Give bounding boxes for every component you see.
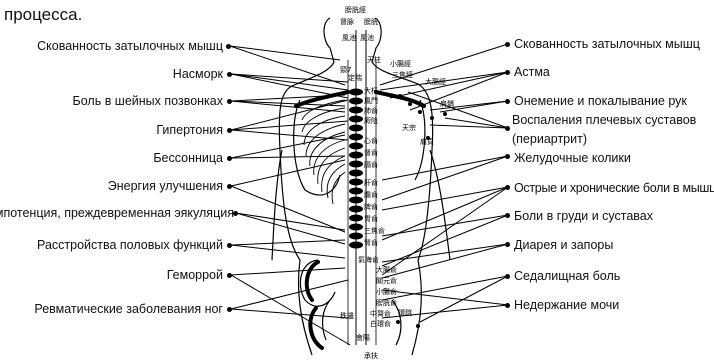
label-left-4: Бессонница bbox=[153, 150, 223, 166]
fig-label-back-15: 關元俞 bbox=[376, 276, 397, 285]
dot-right-2 bbox=[505, 99, 510, 104]
label-left-8: Геморрой bbox=[167, 267, 223, 283]
label-right-0: Скованность затылочных мышц bbox=[514, 36, 700, 52]
fig-label-back-7: 肝俞 bbox=[364, 178, 378, 187]
dot-left-2 bbox=[227, 99, 232, 104]
label-left-9: Ревматические заболевания ног bbox=[34, 301, 223, 317]
dot-right-8 bbox=[505, 242, 510, 247]
label-right-8: Диарея и запоры bbox=[514, 237, 613, 253]
fig-label-spine-top-0: 督脉 bbox=[340, 17, 354, 26]
label-right-5: Желудочные колики bbox=[514, 150, 631, 166]
dot-left-1 bbox=[227, 72, 232, 77]
fig-label-top: 膀胱經 bbox=[345, 5, 366, 14]
fig-label-back-11: 三焦俞 bbox=[364, 226, 385, 235]
fig-label-spine-top-1: 膀胱 bbox=[364, 17, 378, 26]
fig-label-back-14: 大腸俞 bbox=[376, 265, 397, 274]
dot-right-7 bbox=[505, 213, 510, 218]
dot-left-4 bbox=[227, 156, 232, 161]
fig-label-back-10: 胃俞 bbox=[364, 214, 378, 223]
label-right-10: Недержание мочи bbox=[514, 297, 619, 313]
label-left-7: Расстройства половых функций bbox=[37, 237, 223, 253]
fig-label-back-0: 大杼 bbox=[364, 86, 378, 95]
fig-label-upper-7: 大腸經 bbox=[425, 77, 446, 86]
label-left-3: Гипертония bbox=[156, 122, 223, 138]
label-right-7: Боли в груди и суставах bbox=[514, 208, 653, 224]
dot-left-0 bbox=[226, 44, 231, 49]
fig-label-back-18: 中膂俞 bbox=[370, 309, 391, 318]
fig-label-upper-3: 頸7 bbox=[340, 66, 351, 74]
label-left-1: Насморк bbox=[173, 66, 223, 82]
fig-label-lower-3: 承扶 bbox=[364, 351, 378, 360]
fig-label-back-4: 心俞 bbox=[364, 136, 378, 145]
dot-left-8 bbox=[227, 273, 232, 278]
body-outline bbox=[272, 18, 450, 355]
fig-label-upper-0: 風池 bbox=[342, 33, 356, 42]
fig-label-back-1: 風門 bbox=[364, 97, 378, 105]
dot-right-0 bbox=[505, 42, 510, 47]
dot-left-3 bbox=[227, 128, 232, 133]
fig-label-lower-2: 會陽 bbox=[356, 333, 370, 342]
fig-label-upper-2: 天柱 bbox=[367, 55, 381, 64]
fig-label-upper-8: 肩髃 bbox=[440, 99, 454, 108]
label-right-4: (периартрит) bbox=[512, 131, 587, 147]
fig-label-upper-9: 天宗 bbox=[402, 123, 416, 132]
label-left-0: Скованность затылочных мышц bbox=[37, 38, 223, 54]
fig-label-back-13: 氣海俞 bbox=[358, 255, 379, 264]
fig-label-lower-1: 環跳 bbox=[398, 308, 412, 317]
fig-label-upper-6: 三焦經 bbox=[392, 70, 413, 79]
dot-left-6 bbox=[233, 211, 238, 216]
dot-right-3 bbox=[505, 126, 510, 131]
fig-label-back-12: 腎俞 bbox=[364, 238, 378, 247]
fig-label-upper-5: 小腸經 bbox=[390, 59, 411, 68]
fig-label-upper-1: 風池 bbox=[360, 33, 374, 42]
dot-right-9 bbox=[505, 274, 510, 279]
label-right-6: Острые и хронические боли в мышцах bbox=[514, 180, 714, 196]
label-left-5: Энергия улучшения bbox=[108, 178, 223, 194]
fig-label-back-19: 白環俞 bbox=[370, 319, 391, 328]
fig-label-back-8: 膽俞 bbox=[364, 190, 378, 199]
dot-left-7 bbox=[227, 243, 232, 248]
fig-label-back-17: 膀胱俞 bbox=[376, 298, 397, 307]
label-right-9: Седалищная боль bbox=[514, 268, 620, 284]
fig-label-back-5: 督俞 bbox=[364, 148, 378, 157]
fig-label-upper-10: 肩貞 bbox=[420, 137, 434, 146]
dot-left-5 bbox=[227, 184, 232, 189]
label-left-2: Боль в шейных позвонках bbox=[73, 93, 223, 109]
label-left-6: Импотенция, преждевременная эякуляция bbox=[0, 205, 234, 221]
label-right-1: Астма bbox=[514, 64, 550, 80]
dot-left-9 bbox=[227, 307, 232, 312]
fig-label-back-3: 厥陰 bbox=[364, 116, 378, 125]
dot-right-6 bbox=[505, 185, 510, 190]
fig-label-lower-0: 秩邊 bbox=[340, 311, 354, 320]
fig-label-back-16: 小腸俞 bbox=[376, 287, 397, 296]
dot-right-1 bbox=[505, 70, 510, 75]
rib-lines bbox=[302, 100, 345, 204]
fig-label-back-2: 肺俞 bbox=[364, 106, 378, 115]
dot-right-10 bbox=[505, 303, 510, 308]
fig-label-back-9: 脾俞 bbox=[364, 202, 378, 211]
fig-label-upper-4: 定喘 bbox=[348, 73, 362, 82]
dot-right-5 bbox=[505, 154, 510, 159]
label-right-2: Онемение и покалывание рук bbox=[514, 93, 687, 109]
label-right-3: Воспаления плечевых суставов bbox=[512, 112, 696, 128]
fig-label-back-6: 膈俞 bbox=[364, 160, 378, 169]
